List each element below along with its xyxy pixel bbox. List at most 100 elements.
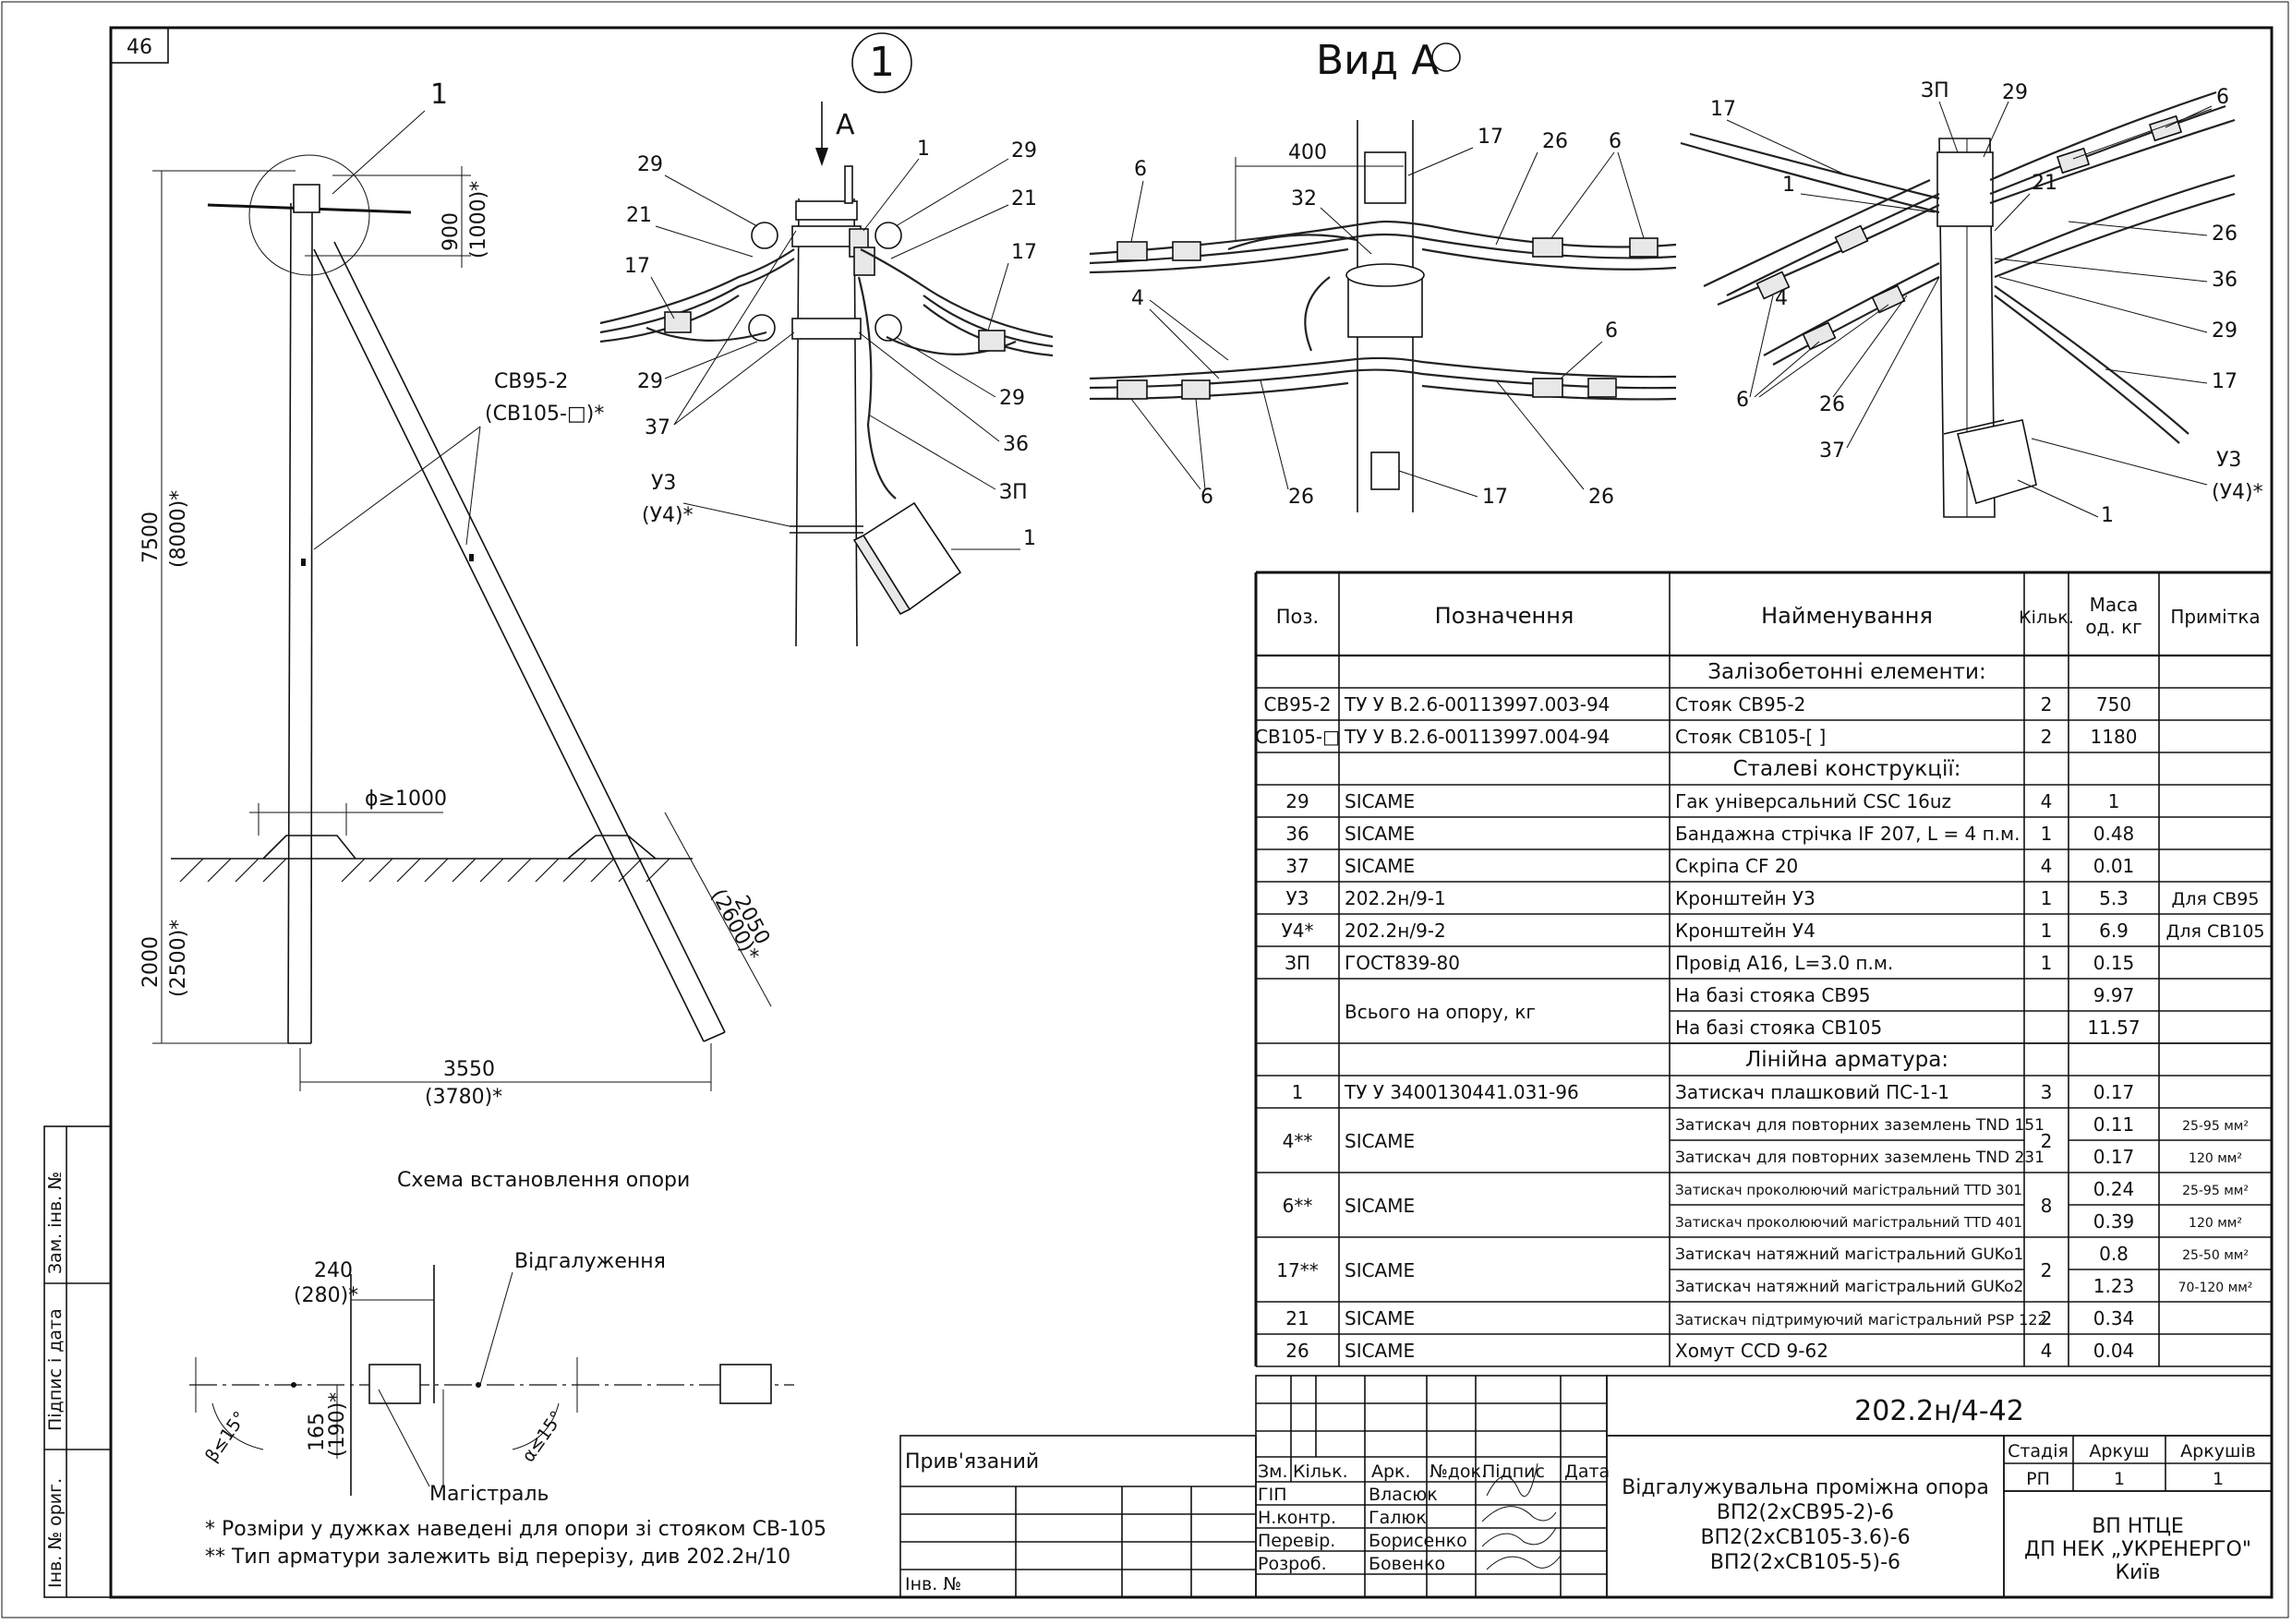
org-line-2: ДП НЕК „УКРЕНЕРГО": [2024, 1538, 2251, 1561]
table-row-9-mass: 0.15: [2093, 952, 2135, 974]
table-row-9-pos: ЗП: [1285, 952, 1310, 974]
stage-value: РП: [2026, 1469, 2050, 1489]
iso-label-zp: ЗП: [1921, 79, 1949, 102]
doc-title-line-1: Відгалужувальна проміжна опора: [1622, 1476, 1989, 1499]
pole-type-label-1: СВ95-2: [494, 370, 568, 393]
name-rozrob: Бовенко: [1369, 1554, 1445, 1574]
table-section-line: Лінійна арматура:: [1745, 1048, 1948, 1072]
table-tail-row-1-qty: 4: [2041, 1340, 2053, 1362]
iso-label-21: 21: [2032, 172, 2057, 195]
dim-1000: (1000)*: [467, 181, 490, 259]
col-header-date: Дата: [1564, 1462, 1610, 1482]
dim-3550: 3550: [443, 1058, 495, 1081]
table-pair-name-1-0: Затискач проколюючий магістральний TTD 3…: [1675, 1182, 2022, 1198]
dim-2500: (2500)*: [167, 920, 190, 997]
iso-label-4: 4: [1775, 287, 1788, 310]
table-pair-qty-2: 2: [2041, 1259, 2053, 1281]
d1-label-1: 1: [917, 138, 930, 161]
d1-label-36: 36: [1003, 433, 1029, 456]
table-row-1-designation: ТУ У В.2.6-00113997.003-94: [1344, 693, 1610, 716]
iso-label-6a: 6: [2216, 86, 2229, 109]
dim-240: 240: [314, 1259, 353, 1282]
signature-4: [1486, 1555, 1562, 1570]
va-label-6b: 6: [1134, 158, 1147, 181]
table-pair-note-2-1: 70-120 мм²: [2178, 1281, 2253, 1295]
detail-callout-circle: [851, 32, 912, 93]
d1-label-29c: 29: [1011, 139, 1037, 162]
va-label-400: 400: [1288, 141, 1327, 164]
table-header-pos: Поз.: [1276, 606, 1319, 628]
table-row-1-name: Стояк СВ95-2: [1675, 693, 1805, 716]
table-row-2-name: Стояк СВ105-[ ]: [1675, 726, 1826, 748]
note-1: * Розміри у дужках наведені для опори зі…: [205, 1518, 826, 1541]
table-row-6-designation: SICAME: [1345, 855, 1415, 877]
sheet-value: 1: [2114, 1469, 2125, 1489]
d1-label-21b: 21: [1011, 187, 1037, 211]
stage-header: Стадія: [2008, 1441, 2069, 1462]
table-header-mass: Маса: [2090, 594, 2139, 616]
d1-label-29b: 29: [637, 370, 663, 393]
d1-label-1b: 1: [1023, 527, 1036, 550]
dim-2000: 2000: [139, 936, 163, 988]
name-gip: Власюк: [1369, 1485, 1438, 1505]
table-row-9-name: Провід А16, L=3.0 п.м.: [1675, 952, 1893, 974]
signature-3: [1481, 1527, 1557, 1547]
name-pereviv: Борисенко: [1369, 1531, 1467, 1551]
dim-165: 165: [306, 1413, 329, 1451]
dim-8000: (8000)*: [167, 490, 190, 568]
table-pair-mass-2-1: 1.23: [2093, 1275, 2135, 1297]
va-label-26b: 26: [1288, 486, 1314, 509]
table-row-9-designation: ГОСТ839-80: [1345, 952, 1460, 974]
table-pair-name-0-0: Затискач для повторних заземлень TND 151: [1675, 1116, 2045, 1135]
pole-scheme: 1 900 (1000)* 7500 (8000)* 2000 (2500)* …: [139, 78, 774, 1192]
table-row-4-pos: 29: [1285, 790, 1309, 812]
table-row-8-designation: 202.2н/9-2: [1345, 920, 1446, 942]
role-pereviv: Перевір.: [1258, 1531, 1335, 1551]
table-row-8-pos: У4*: [1282, 920, 1314, 942]
table-line-row-0-mass: 0.17: [2093, 1081, 2135, 1103]
table-pair-name-0-1: Затискач для повторних заземлень TND 231: [1675, 1149, 2045, 1167]
table-row-5-qty: 1: [2041, 823, 2053, 845]
table-total-label: Всього на опору, кг: [1345, 1001, 1536, 1023]
dim-7500: 7500: [139, 511, 163, 563]
role-rozrob: Розроб.: [1258, 1554, 1327, 1574]
va-label-26a: 26: [1542, 130, 1568, 153]
note-2: ** Тип арматури залежить від перерізу, д…: [205, 1546, 790, 1569]
doc-title-line-3: ВП2(2хСВ105-3.6)-6: [1700, 1526, 1910, 1549]
table-row-1-pos: СВ95-2: [1263, 693, 1331, 716]
d1-label-21a: 21: [626, 204, 652, 227]
d1-label-29a: 29: [637, 153, 663, 176]
table-tail-row-1-designation: SICAME: [1345, 1340, 1415, 1362]
table-row-1-qty: 2: [2041, 693, 2053, 716]
detail-1: 1 А 29 21: [599, 32, 1054, 647]
signature-1: [1486, 1462, 1538, 1498]
title-block: Прив'язаний Інв. № Зм. Кільк. Арк. №док.…: [899, 1375, 2273, 1598]
table-row-7-name: Кронштейн У3: [1675, 887, 1816, 909]
table-row-9-qty: 1: [2041, 952, 2053, 974]
col-header-doc: №док.: [1429, 1462, 1487, 1482]
iso-label-17b: 17: [2212, 370, 2238, 393]
plan-scheme: β≤15° α≤15° 240 (280)* 165 (190)* Відгал…: [189, 1250, 794, 1506]
table-pair-qty-0: 2: [2041, 1130, 2053, 1152]
table-tail-row-0-designation: SICAME: [1345, 1307, 1415, 1329]
table-row-2-qty: 2: [2041, 726, 2053, 748]
va-label-6d: 6: [1200, 486, 1213, 509]
table-pair-designation-2: SICAME: [1345, 1259, 1415, 1281]
d1-label-u3: У3: [651, 472, 676, 495]
role-gip: ГІП: [1258, 1485, 1286, 1505]
iso-label-29b: 29: [2212, 319, 2238, 343]
d1-label-u4: (У4)*: [642, 504, 694, 527]
iso-label-1b: 1: [2101, 504, 2114, 527]
iso-label-u4: (У4)*: [2212, 481, 2263, 504]
table-pair-pos-0: 4**: [1283, 1130, 1313, 1152]
table-pair-note-0-0: 25-95 мм²: [2182, 1119, 2249, 1134]
table-row-7-qty: 1: [2041, 887, 2053, 909]
col-header-qty: Кільк.: [1293, 1462, 1348, 1482]
org-line-1: ВП НТЦЕ: [2092, 1515, 2184, 1538]
table-tail-row-0-qty: 2: [2041, 1307, 2053, 1329]
table-pair-designation-1: SICAME: [1345, 1195, 1415, 1217]
table-row-7-mass: 5.3: [2099, 887, 2129, 909]
